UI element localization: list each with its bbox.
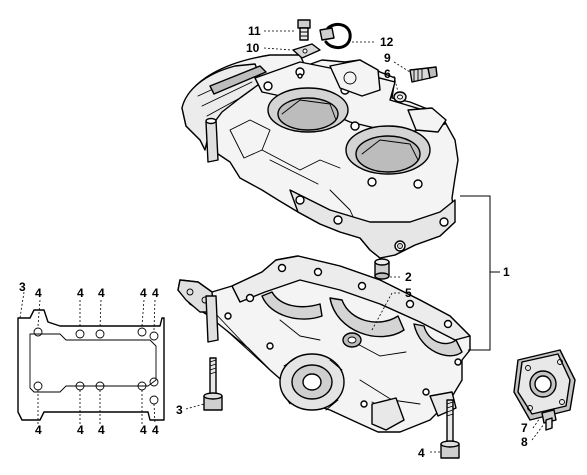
upper-crankcase — [181, 54, 459, 259]
callout-7: 7 — [521, 421, 528, 435]
callout-4-gasket: 4 — [77, 286, 84, 300]
callout-2: 2 — [405, 270, 412, 284]
leader-lines — [19, 30, 545, 453]
washer-6 — [393, 91, 407, 103]
callout-6: 6 — [384, 67, 391, 81]
clamp-12 — [319, 22, 352, 49]
callout-4-bolt: 4 — [418, 446, 425, 460]
callout-4-gasket: 4 — [152, 423, 159, 437]
plate-10 — [292, 43, 321, 59]
callout-10: 10 — [246, 41, 260, 55]
callout-3-bolt: 3 — [176, 403, 183, 417]
callout-4-gasket: 4 — [140, 286, 147, 300]
callout-labels: 11 10 12 9 6 2 5 1 3 4 7 8 3 4 4 4 4 4 4… — [19, 24, 528, 460]
callout-4-gasket: 4 — [35, 423, 42, 437]
screw-8 — [541, 409, 557, 431]
callout-4-gasket: 4 — [98, 423, 105, 437]
callout-4-gasket: 4 — [98, 286, 105, 300]
lower-crankcase — [177, 255, 471, 433]
callout-5: 5 — [405, 286, 412, 300]
callout-3-gasket: 3 — [19, 280, 26, 294]
callout-12: 12 — [380, 35, 394, 49]
dowel-2 — [374, 258, 390, 280]
fitting-9 — [409, 66, 438, 83]
callout-9: 9 — [384, 51, 391, 65]
callout-4-gasket: 4 — [77, 423, 84, 437]
callout-1: 1 — [503, 265, 510, 279]
callout-4-gasket: 4 — [152, 286, 159, 300]
callout-4-gasket: 4 — [35, 286, 42, 300]
callout-4-gasket: 4 — [140, 423, 147, 437]
bolt-11 — [297, 19, 311, 41]
callout-8: 8 — [521, 435, 528, 449]
bolt-3 — [203, 357, 223, 411]
bolt-4 — [440, 399, 460, 459]
cover-plate-7 — [513, 349, 576, 421]
callout-11: 11 — [248, 24, 261, 38]
